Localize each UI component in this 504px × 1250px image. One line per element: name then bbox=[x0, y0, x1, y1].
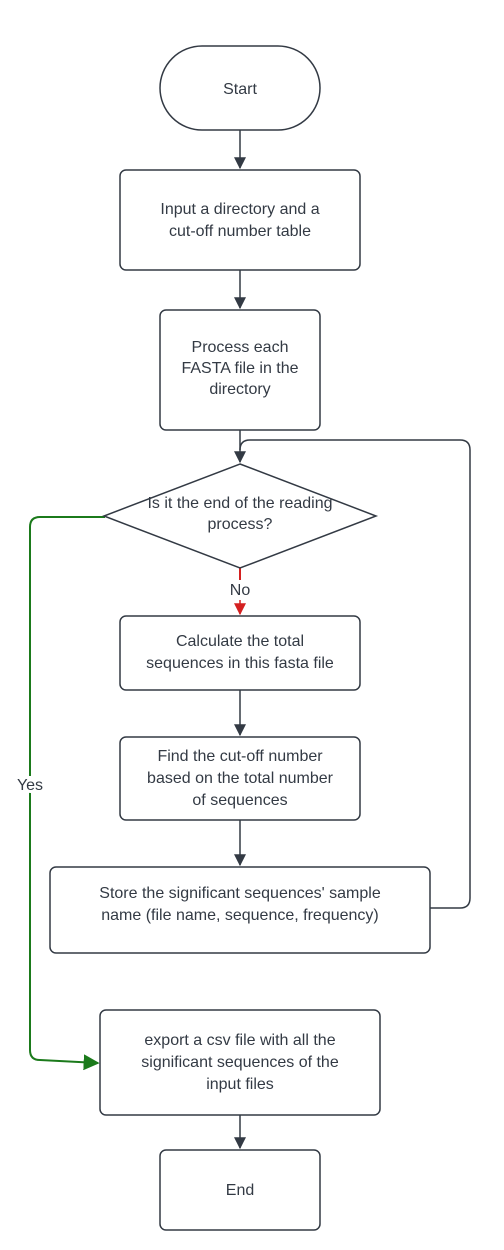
start-node bbox=[159, 45, 321, 131]
decision-line-1: Is it the end of the reading bbox=[147, 495, 332, 512]
no-label: No bbox=[230, 582, 251, 599]
export-line-2: significant sequences of the bbox=[141, 1054, 339, 1071]
calculate-line-1: Calculate the total bbox=[176, 633, 304, 650]
process-line-1: Process each bbox=[192, 339, 289, 356]
find-line-1: Find the cut-off number bbox=[157, 748, 323, 765]
find-line-2: based on the total number bbox=[147, 770, 334, 787]
input-line-1: Input a directory and a bbox=[160, 201, 319, 218]
store-line-2: name (file name, sequence, frequency) bbox=[101, 907, 378, 924]
process-node bbox=[159, 309, 321, 431]
process-line-2: FASTA file in the bbox=[181, 360, 298, 377]
calculate-line-2: sequences in this fasta file bbox=[146, 655, 334, 672]
find-node bbox=[119, 736, 361, 821]
input-line-2: cut-off number table bbox=[169, 223, 311, 240]
calculate-node bbox=[119, 615, 361, 691]
export-line-3: input files bbox=[206, 1076, 274, 1093]
edge-store-loop-back bbox=[239, 439, 471, 909]
store-node bbox=[49, 866, 431, 954]
store-line-1: Store the significant sequences' sample bbox=[99, 885, 381, 902]
edge-decision-yes bbox=[29, 516, 105, 1071]
process-line-3: directory bbox=[209, 381, 270, 398]
decision-node bbox=[101, 463, 379, 569]
yes-label: Yes bbox=[17, 777, 43, 794]
export-node bbox=[99, 1009, 381, 1116]
start-label: Start bbox=[223, 81, 257, 98]
input-node bbox=[119, 169, 361, 271]
end-label: End bbox=[226, 1182, 254, 1199]
find-line-3: of sequences bbox=[192, 792, 287, 809]
decision-line-2: process? bbox=[208, 516, 273, 533]
end-node bbox=[159, 1149, 321, 1231]
export-line-1: export a csv file with all the bbox=[144, 1032, 335, 1049]
